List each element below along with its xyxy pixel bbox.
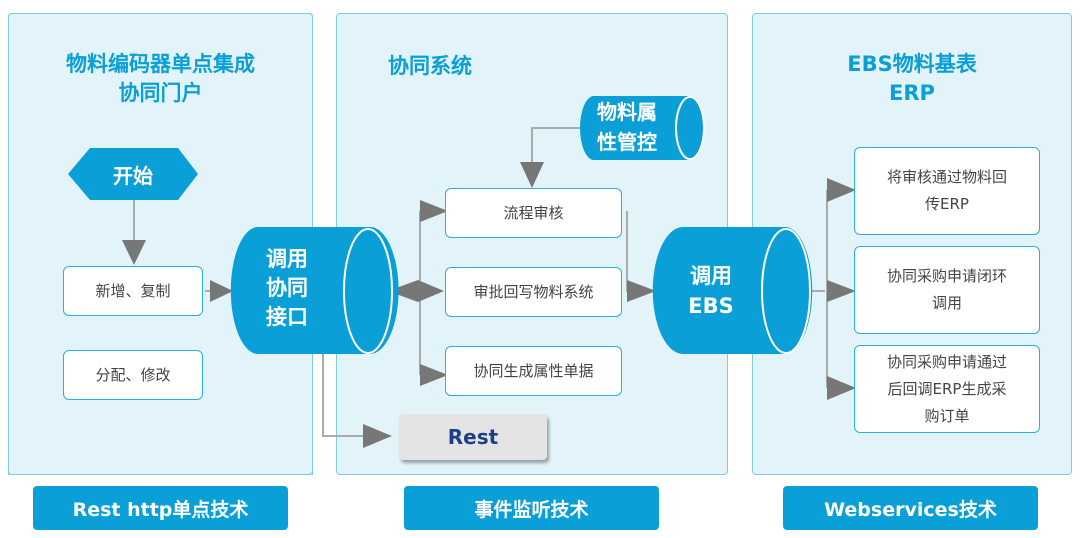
footer-rest-http: Rest http单点技术 [33, 486, 288, 530]
cylinder-collab-label: 调用 协同 接口 [266, 247, 308, 329]
flow-box-approval-writeback: 审批回写物料系统 [445, 267, 622, 317]
rest-box: Rest [399, 414, 547, 460]
arrow-to-ebs [627, 280, 656, 302]
arrow-to-cylinder [210, 280, 233, 302]
arrow-bidir-right [418, 280, 444, 302]
footer-webservices: Webservices技术 [783, 486, 1038, 530]
cylinder-collab-interface [230, 227, 399, 355]
arrow-to-erp-box2 [827, 280, 856, 302]
arrow-to-rest [363, 424, 392, 448]
erp-box-purchase-close-loop: 协同采购申请闭环 调用 [854, 246, 1040, 334]
footer-event-listen: 事件监听技术 [404, 486, 659, 530]
arrow-start-down [122, 240, 146, 265]
line-cylinder-to-rest [322, 345, 372, 437]
cylinder-ebs-label: 调用 EBS [688, 264, 734, 318]
line-attr-to-review [531, 127, 580, 170]
flow-box-generate-attr-doc: 协同生成属性单据 [445, 346, 622, 396]
erp-box-purchase-callback: 协同采购申请通过 后回调ERP生成采 购订单 [854, 345, 1040, 433]
arrow-attr-down [520, 162, 544, 188]
erp-box-return-material: 将审核通过物料回 传ERP [854, 147, 1040, 235]
arrow-bidir-left [388, 280, 418, 302]
flow-box-process-review: 流程审核 [445, 188, 622, 238]
arrow-to-generate [420, 364, 448, 386]
arrow-to-erp-box1 [827, 178, 856, 202]
line-boxes-to-ebs [626, 211, 640, 292]
panel-left-title: 物料编码器单点集成 协同门户 [66, 52, 255, 105]
flow-box-assign-modify: 分配、修改 [63, 350, 203, 400]
arrow-to-review [420, 200, 448, 222]
panel-middle-title: 协同系统 [388, 54, 472, 78]
cylinder-ebs [652, 227, 813, 354]
flow-box-add-copy: 新增、复制 [63, 266, 203, 316]
cylinder-attr-label: 物料属 性管控 [597, 100, 657, 154]
panel-right-title: EBS物料基表 ERP [847, 52, 977, 105]
start-hexagon [68, 148, 198, 200]
cylinder-attr-control [580, 96, 705, 160]
arrow-to-erp-box3 [827, 376, 856, 400]
start-label: 开始 [113, 163, 153, 188]
